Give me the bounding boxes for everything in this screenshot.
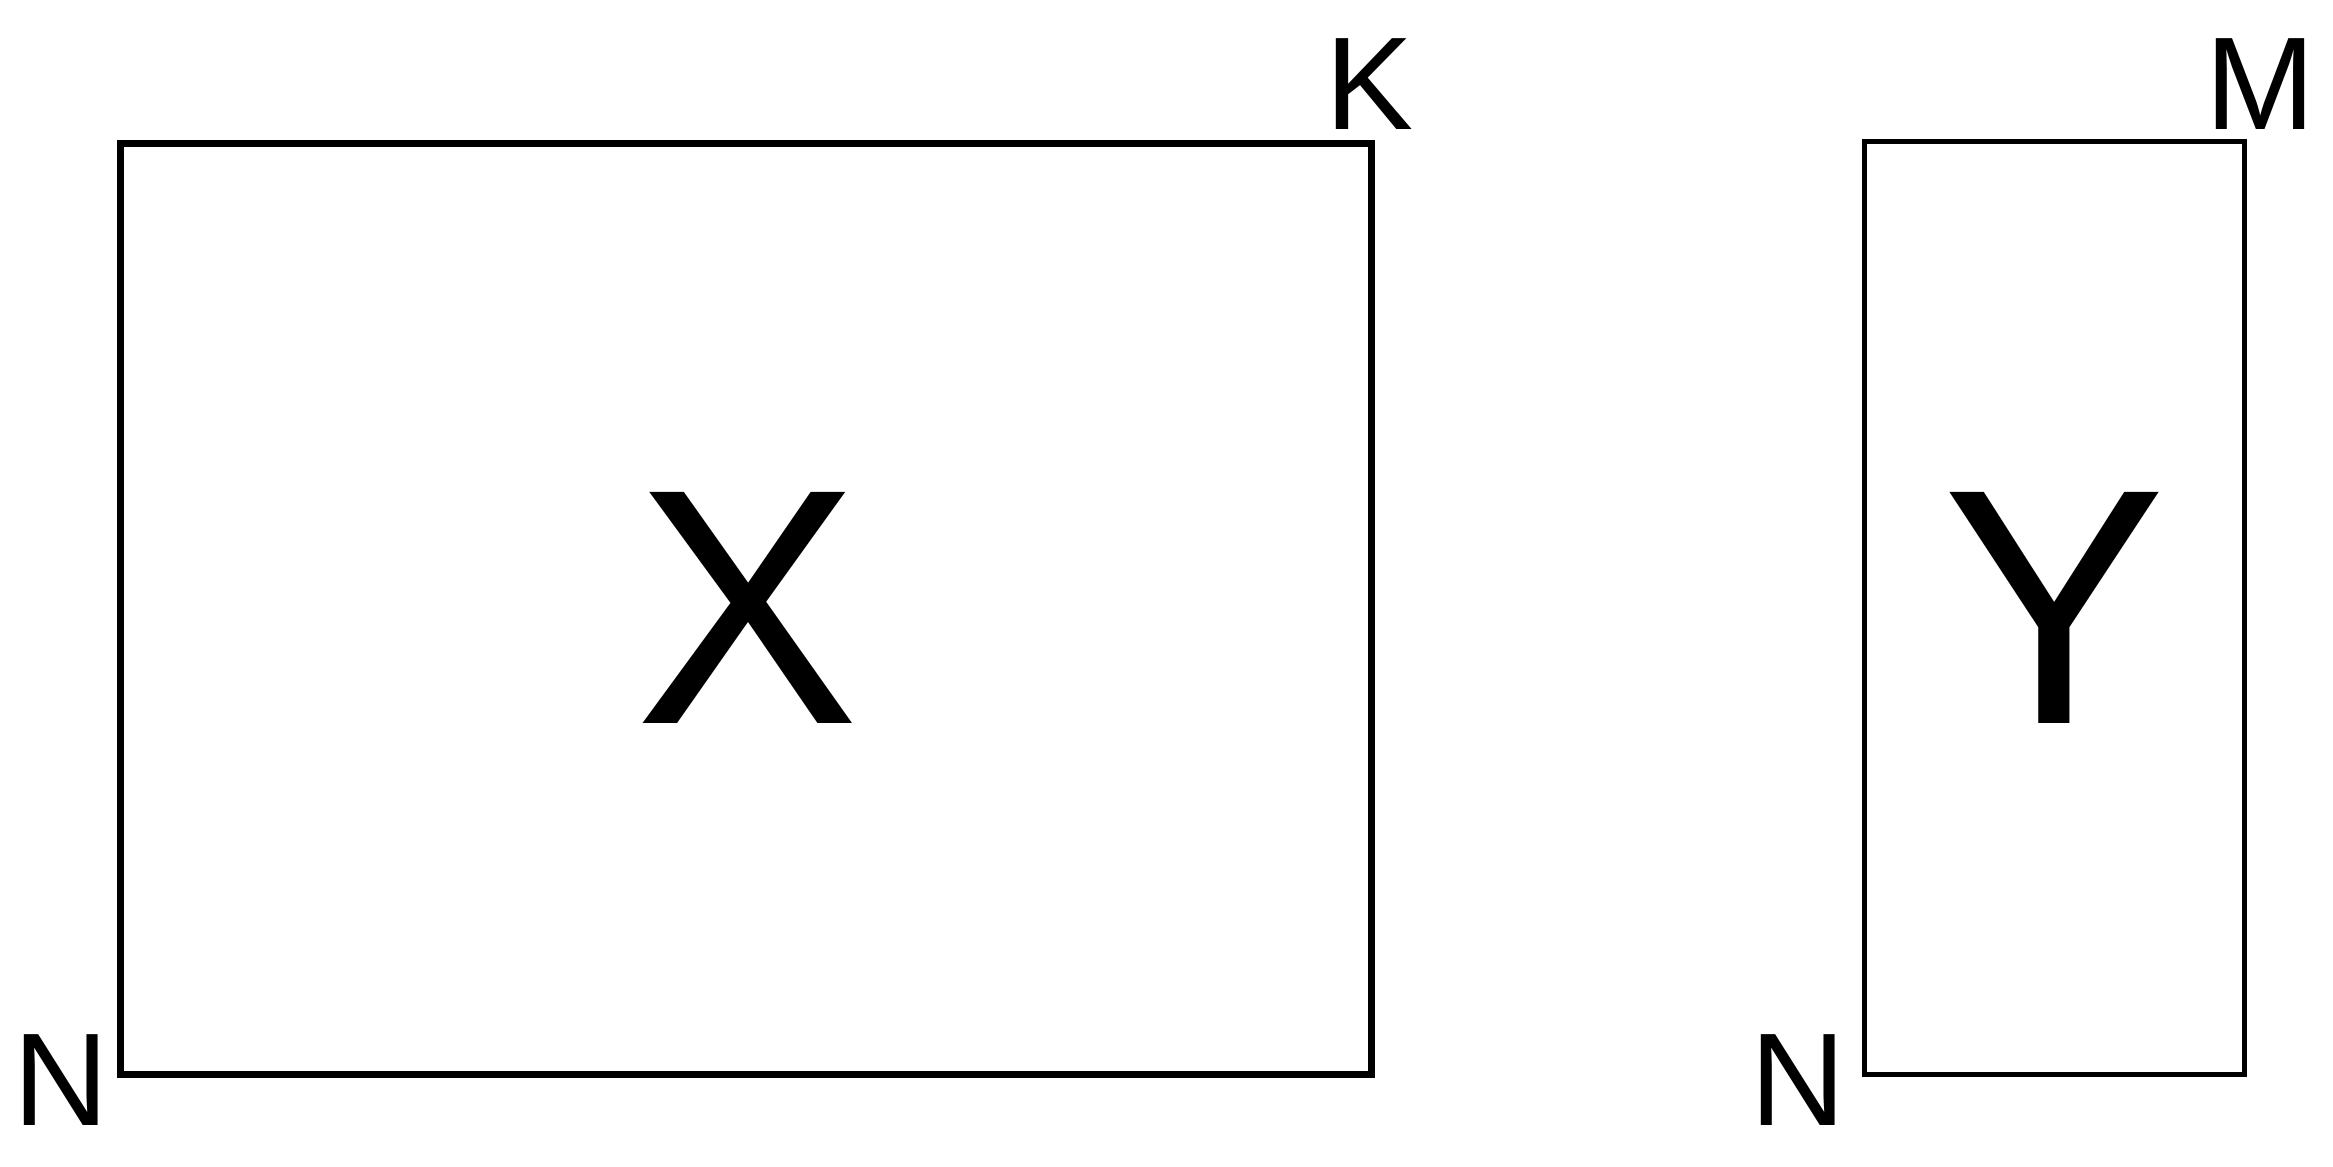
rectangle-x [117, 140, 1375, 1078]
corner-label-m: M [2205, 10, 2315, 157]
corner-label-k: K [1325, 10, 1414, 157]
corner-label-n-right: N [1750, 1006, 1846, 1153]
rectangle-x-label: X [634, 420, 860, 795]
corner-label-n-left: N [13, 1006, 109, 1153]
rectangle-y [1862, 139, 2247, 1077]
rectangle-y-label: Y [1941, 420, 2167, 795]
